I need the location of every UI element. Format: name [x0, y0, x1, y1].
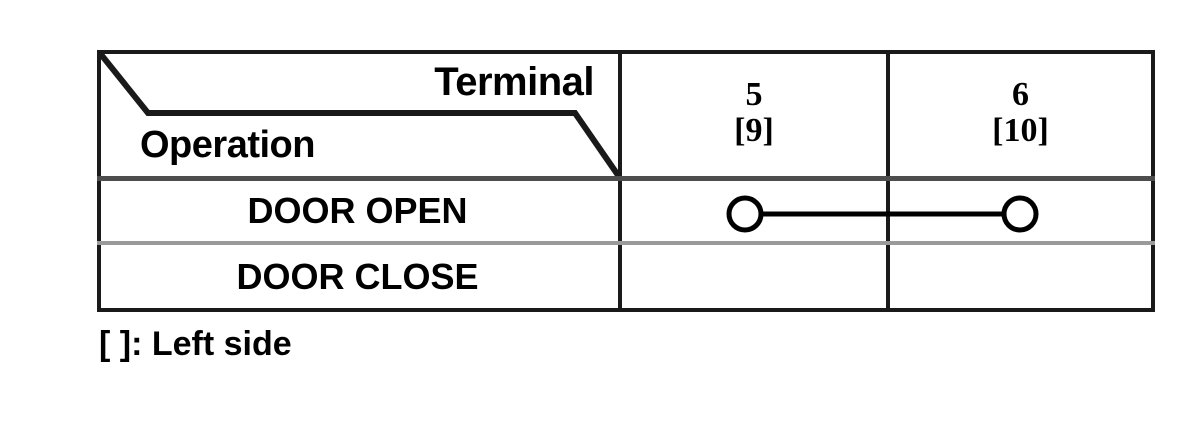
column-divider-1 — [618, 50, 622, 312]
operation-label: DOOR CLOSE — [236, 255, 479, 297]
header-corner-cell: Terminal Operation — [97, 50, 618, 181]
terminal-number: 5 — [745, 76, 763, 114]
header-terminal-label: Terminal — [434, 60, 594, 104]
terminal-number: 6 — [1012, 76, 1029, 114]
table-row-door-close-label: DOOR CLOSE — [97, 245, 618, 308]
terminal-alt-number: [9] — [734, 112, 774, 149]
terminal-alt-number: [10] — [992, 112, 1049, 149]
header-operation-label: Operation — [140, 124, 315, 166]
row-divider — [97, 241, 1155, 245]
table-row-door-open-label: DOOR OPEN — [97, 181, 618, 241]
continuity-table: Terminal Operation 5 [9] 6 [10] DOOR OPE… — [97, 50, 1155, 312]
footnote-text: [ ]: Left side — [99, 325, 292, 363]
diagonal-divider-icon — [97, 50, 618, 181]
terminal-header-cell-5: 5 [9] — [622, 50, 886, 176]
header-body-divider — [97, 176, 1155, 181]
footnote-legend: [ ]: Left side — [99, 325, 292, 364]
terminal-header-cell-6: 6 [10] — [890, 50, 1151, 176]
column-divider-2 — [886, 50, 890, 312]
operation-label: DOOR OPEN — [247, 190, 468, 231]
table-outer-border — [97, 50, 1155, 312]
